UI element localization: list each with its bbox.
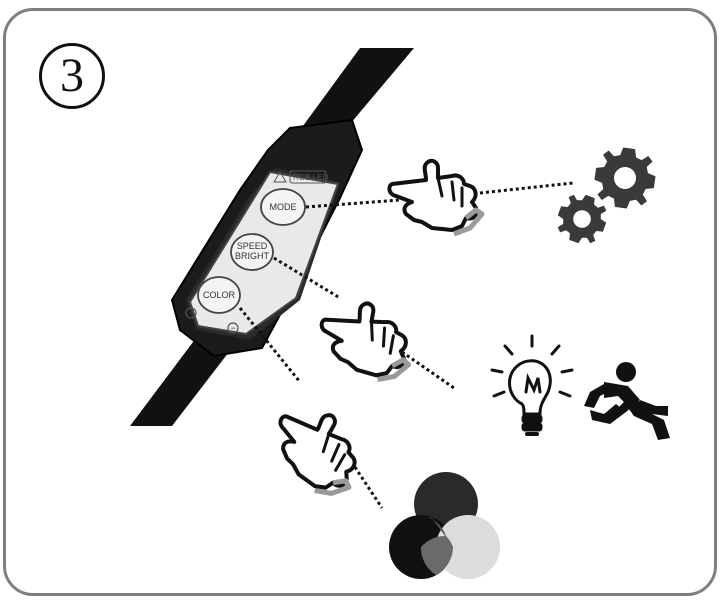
cable-top [300,48,414,130]
minus-symbol: − [227,322,239,334]
color-line [238,307,302,383]
svg-text:+: + [188,308,193,318]
color-circles-icon [389,472,500,579]
svg-text:−: − [230,323,235,333]
light-bulb-icon [490,334,574,436]
rgb-led-text: RGB LED [293,173,328,182]
bright-label: BRIGHT [235,251,270,261]
connector-lines [238,181,574,509]
pointing-hand-icon-mode [389,161,482,234]
running-person-icon [584,362,670,440]
mode-button-label: MODE [270,202,297,212]
rgb-led-label: RGB LED [273,170,328,184]
speed-label: SPEED [237,241,268,251]
color-button[interactable]: COLOR [197,276,241,314]
step-number-badge: 3 [39,43,105,109]
cable-bottom [130,338,232,426]
mode-button[interactable]: MODE [260,188,306,226]
pointing-hand-icon-speed [314,296,418,384]
mode-to-gears-line [479,181,574,195]
speed-to-bulb-line [401,350,455,390]
gears-icon [551,144,659,250]
speed-line [273,256,341,300]
plus-symbol: + [185,307,197,319]
speed-bright-button[interactable]: SPEED BRIGHT [230,233,274,271]
mode-line [305,198,401,209]
color-to-circles-line [343,451,384,509]
rounded-frame [3,8,717,596]
color-button-label: COLOR [203,290,236,300]
pointing-hand-icon-color [259,395,376,505]
